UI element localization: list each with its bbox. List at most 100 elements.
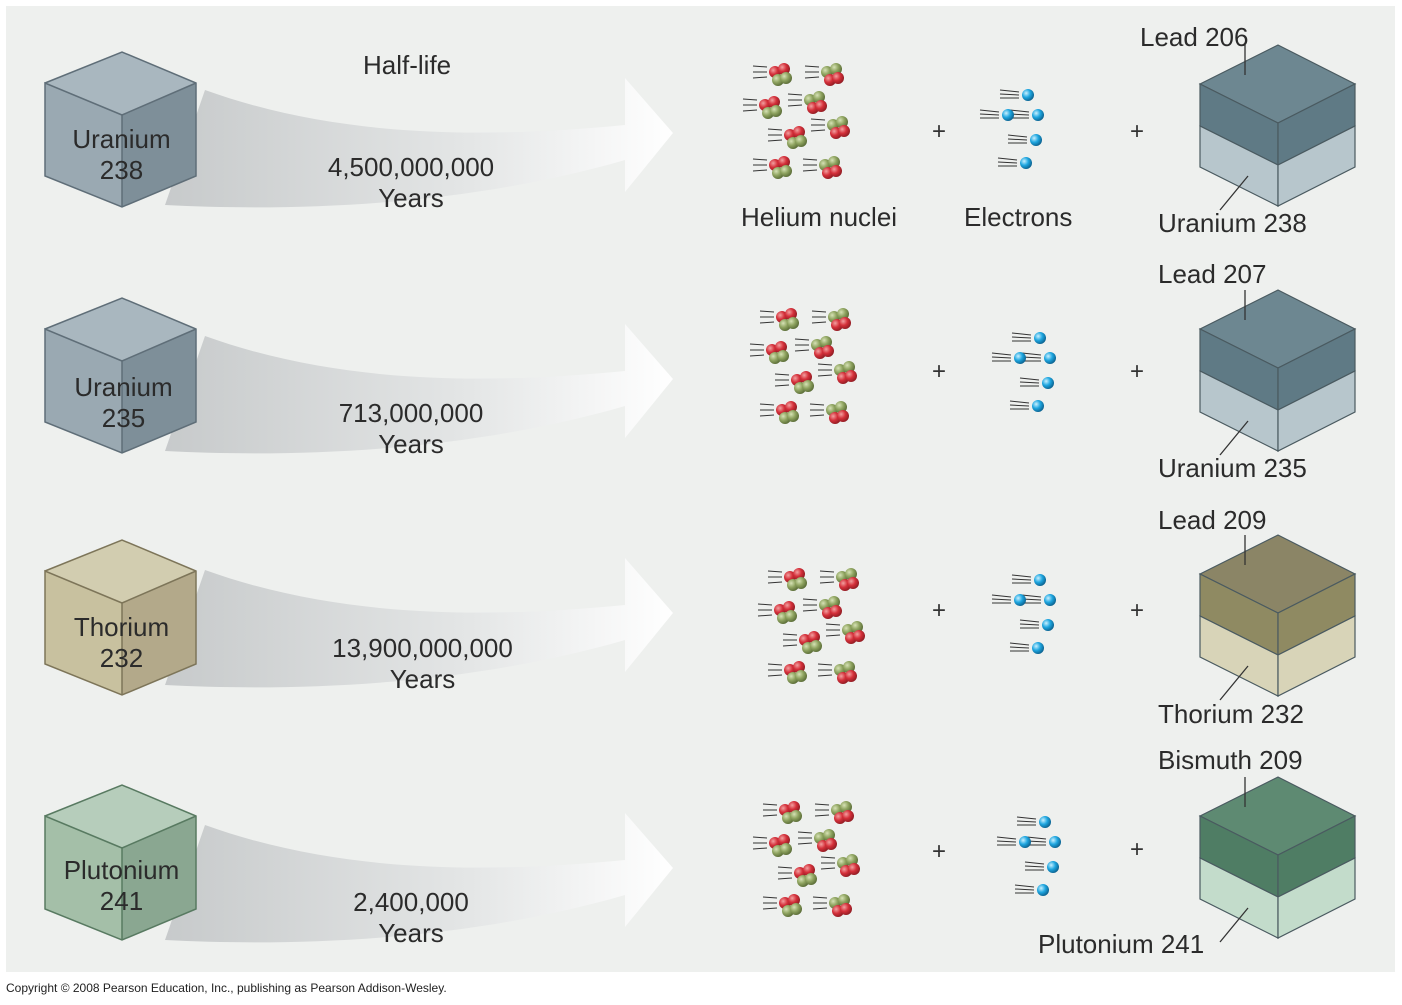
electrons-cluster — [991, 332, 1056, 412]
product-block — [1198, 44, 1357, 211]
daughter-label: Bismuth 209 — [1158, 745, 1303, 775]
helium-nucleus — [794, 336, 834, 359]
electron — [991, 352, 1026, 364]
electron — [999, 89, 1034, 101]
electron — [1014, 884, 1049, 896]
electrons-cluster — [991, 574, 1056, 654]
helium-nucleus — [820, 854, 860, 877]
parent-name: Thorium — [73, 612, 170, 642]
electron — [979, 109, 1014, 121]
electron — [991, 594, 1026, 606]
half-life-heading: Half-life — [363, 50, 452, 80]
half-life-value: 13,900,000,000 — [332, 633, 513, 663]
electrons-cluster — [996, 816, 1061, 896]
helium-nucleus — [809, 401, 849, 424]
helium-nucleus — [767, 568, 807, 591]
daughter-label: Lead 206 — [1140, 22, 1249, 52]
half-life-value: 2,400,000 — [353, 887, 469, 917]
electron — [1021, 352, 1056, 364]
half-life-unit: Years — [389, 664, 456, 694]
helium-nucleus — [817, 661, 857, 684]
parent-cube — [44, 297, 197, 454]
half-life-arrow — [165, 324, 673, 454]
helium-nucleus — [762, 894, 802, 917]
parent-cube — [44, 539, 197, 696]
plus-sign: + — [932, 358, 947, 385]
electron — [1026, 836, 1061, 848]
plus-sign: + — [1130, 118, 1145, 145]
electron — [1024, 861, 1059, 873]
parent-name: Uranium — [74, 372, 173, 402]
helium-nucleus — [759, 308, 799, 331]
electrons-cluster — [979, 89, 1044, 169]
helium-nucleus — [810, 116, 850, 139]
parent-mass: 238 — [99, 155, 144, 185]
helium-nucleus — [812, 894, 852, 917]
helium-nuclei-cluster — [752, 801, 860, 917]
product-block — [1198, 534, 1357, 701]
half-life-unit: Years — [378, 183, 444, 213]
half-life-value: 713,000,000 — [338, 398, 484, 428]
electrons-label: Electrons — [964, 202, 1073, 232]
electron — [1009, 109, 1044, 121]
copyright-notice: Copyright © 2008 Pearson Education, Inc.… — [6, 981, 447, 995]
block-face-lower-right — [1277, 370, 1356, 452]
electron — [1019, 377, 1054, 389]
parent-cube — [44, 51, 197, 208]
helium-nucleus — [752, 156, 792, 179]
helium-nucleus — [759, 401, 799, 424]
label-pointer-bottom — [1219, 420, 1249, 456]
helium-nucleus — [767, 661, 807, 684]
helium-nucleus — [777, 864, 817, 887]
helium-nucleus — [804, 63, 844, 86]
plus-sign: + — [1130, 597, 1145, 624]
helium-nucleus — [825, 621, 865, 644]
remaining-label: Uranium 235 — [1158, 453, 1307, 483]
helium-nucleus — [802, 156, 842, 179]
daughter-label: Lead 207 — [1158, 259, 1267, 289]
helium-nuclei-cluster — [749, 308, 857, 424]
electron — [1016, 816, 1051, 828]
helium-nucleus — [782, 631, 822, 654]
parent-name: Plutonium — [63, 855, 180, 885]
helium-nucleus — [797, 829, 837, 852]
parent-mass: 232 — [99, 643, 144, 673]
helium-nucleus — [757, 601, 797, 624]
half-life-arrow — [165, 813, 673, 943]
parent-mass: 235 — [101, 403, 146, 433]
electron — [996, 836, 1031, 848]
label-pointer-bottom — [1219, 665, 1249, 701]
helium-nucleus — [819, 568, 859, 591]
half-life-unit: Years — [378, 918, 444, 948]
plus-sign: + — [1130, 836, 1145, 863]
helium-nucleus — [814, 801, 854, 824]
helium-nuclei-cluster — [742, 63, 850, 179]
helium-nuclei-label: Helium nuclei — [741, 202, 898, 232]
half-life-value: 4,500,000,000 — [327, 152, 495, 182]
parent-name: Uranium — [72, 124, 171, 154]
plus-sign: + — [932, 118, 947, 145]
plus-sign: + — [932, 597, 947, 624]
label-pointer-bottom — [1219, 907, 1249, 943]
helium-nucleus — [774, 371, 814, 394]
parent-mass: 241 — [99, 886, 144, 916]
label-pointer-bottom — [1219, 175, 1249, 211]
remaining-label: Thorium 232 — [1158, 699, 1304, 729]
helium-nucleus — [787, 91, 827, 114]
helium-nuclei-cluster — [757, 568, 865, 684]
electron — [1021, 594, 1056, 606]
electron — [1019, 619, 1054, 631]
electron — [1007, 134, 1042, 146]
helium-nucleus — [767, 126, 807, 149]
parent-cube — [44, 784, 197, 941]
block-face-lower-right — [1277, 857, 1356, 939]
helium-nucleus — [752, 834, 792, 857]
plus-sign: + — [932, 838, 947, 865]
helium-nucleus — [811, 308, 851, 331]
plus-sign: + — [1130, 358, 1145, 385]
product-block — [1198, 289, 1357, 456]
helium-nucleus — [752, 63, 792, 86]
product-block — [1198, 776, 1357, 943]
block-face-lower-right — [1277, 125, 1356, 207]
